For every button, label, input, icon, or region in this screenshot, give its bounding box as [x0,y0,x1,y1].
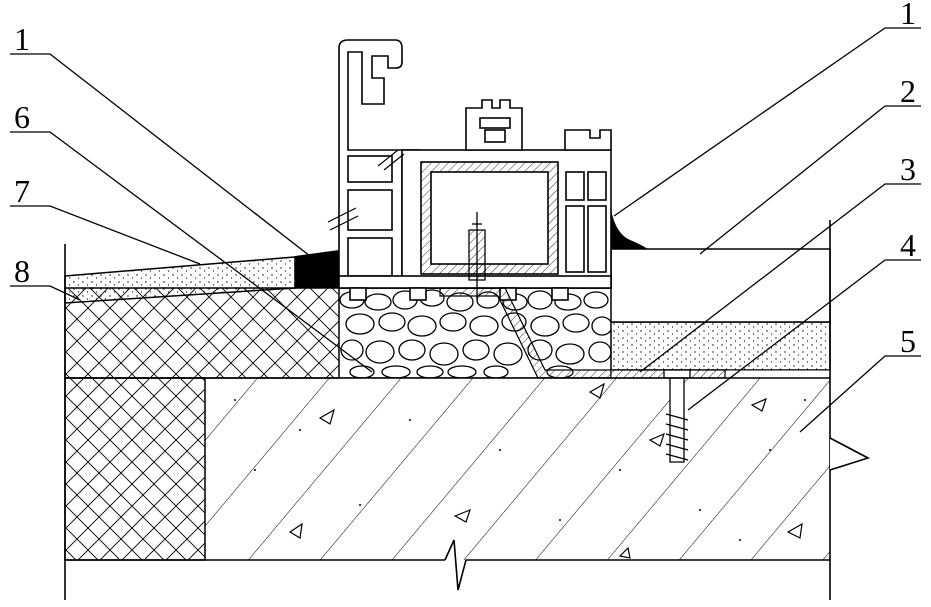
callout-right-2: 2 [900,73,916,109]
callout-left-7: 7 [14,173,30,209]
callout-left-8: 8 [14,253,30,289]
callout-right-4: 4 [900,227,916,263]
concrete-wall [205,378,830,560]
callout-right-5: 5 [900,323,916,359]
leader-lines [10,27,921,433]
callout-labels: 1 6 7 8 1 2 3 4 5 [14,0,916,359]
interior-sill-board [610,248,831,323]
callout-right-1: 1 [900,0,916,31]
sealant-bead-interior [611,210,648,249]
section-boundary [64,220,871,600]
profile-break-marks [327,149,405,231]
window-frame-profile [338,39,612,301]
callout-left-6: 6 [14,99,30,135]
insulation-layer [64,287,340,561]
sealant-bead-exterior [295,250,339,288]
gravel-fill [339,288,611,378]
callout-right-3: 3 [900,151,916,187]
frame-screw [468,212,486,300]
callout-left-1: 1 [14,21,30,57]
